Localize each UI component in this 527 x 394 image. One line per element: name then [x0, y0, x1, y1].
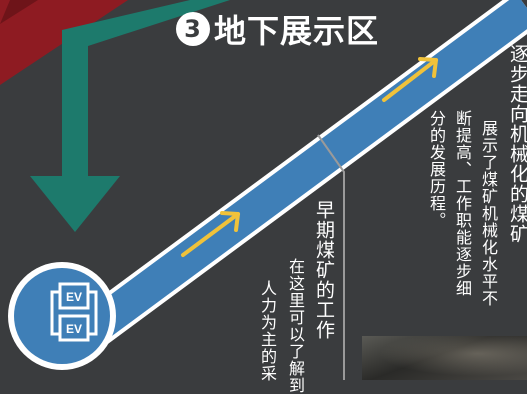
area-number-badge: 3 — [176, 12, 210, 46]
mine-photo — [362, 336, 527, 380]
path-corridor — [67, 0, 527, 354]
early-heading: 早期煤矿的工作 — [313, 200, 335, 340]
mech-heading: 逐步走向机械化的煤矿 — [507, 44, 527, 244]
early-description-line2: 人力为主的采 — [258, 280, 277, 382]
mech-description-line2: 断提高、工作职能逐步细 — [453, 110, 472, 297]
teal-down-arrow-icon — [30, 0, 230, 232]
early-description-line1: 在这里可以了解到 — [286, 258, 305, 394]
elevator-icon: EV EV — [8, 262, 116, 370]
yellow-arrow-icon — [181, 211, 240, 257]
red-zone-band-edge — [0, 0, 38, 24]
ev-badge-bottom: EV — [66, 322, 82, 336]
leader-line — [317, 134, 345, 380]
area-title: 地下展示区 — [214, 12, 380, 50]
ev-badge-top: EV — [66, 290, 82, 304]
mech-description-line1: 展示了煤矿机械化水平不 — [479, 120, 498, 307]
floor-diagram: EV EV — [0, 0, 527, 380]
mech-description-line3: 分的发展历程。 — [427, 110, 446, 229]
page-title: 3 地下展示区 — [176, 6, 379, 52]
yellow-arrow-icon — [382, 57, 438, 102]
